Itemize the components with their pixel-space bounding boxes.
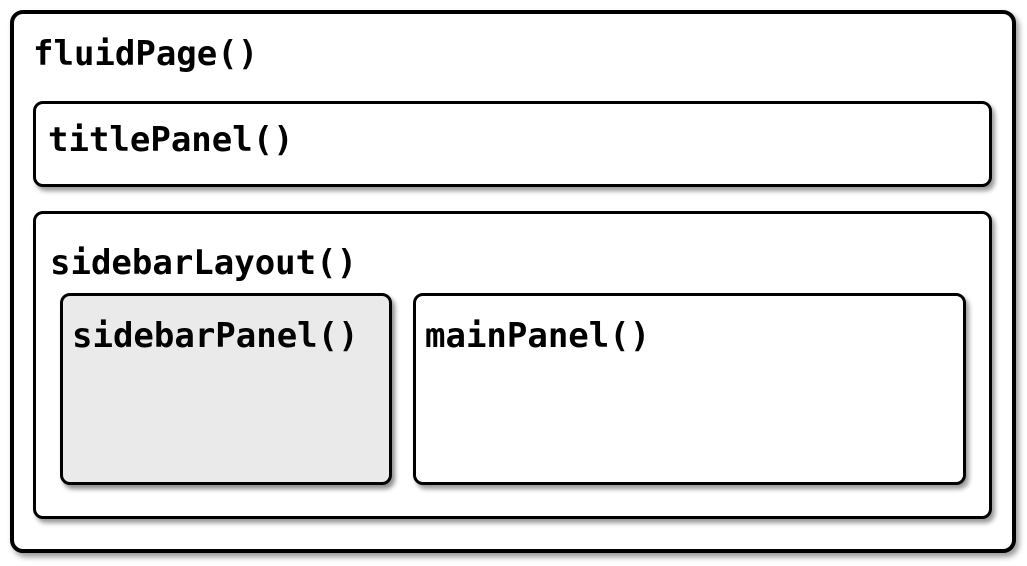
titlepanel-box: titlePanel() [33,101,992,187]
sidebarlayout-label: sidebarLayout() [50,243,358,283]
sidebarpanel-box: sidebarPanel() [60,293,392,485]
titlepanel-label: titlePanel() [48,120,294,160]
mainpanel-box: mainPanel() [413,293,966,485]
mainpanel-label: mainPanel() [425,316,651,356]
sidebarpanel-label: sidebarPanel() [72,316,359,356]
fluidpage-label: fluidPage() [33,34,259,74]
sidebarlayout-box: sidebarLayout() sidebarPanel() mainPanel… [33,211,992,519]
fluidpage-box: fluidPage() titlePanel() sidebarLayout()… [10,10,1016,553]
